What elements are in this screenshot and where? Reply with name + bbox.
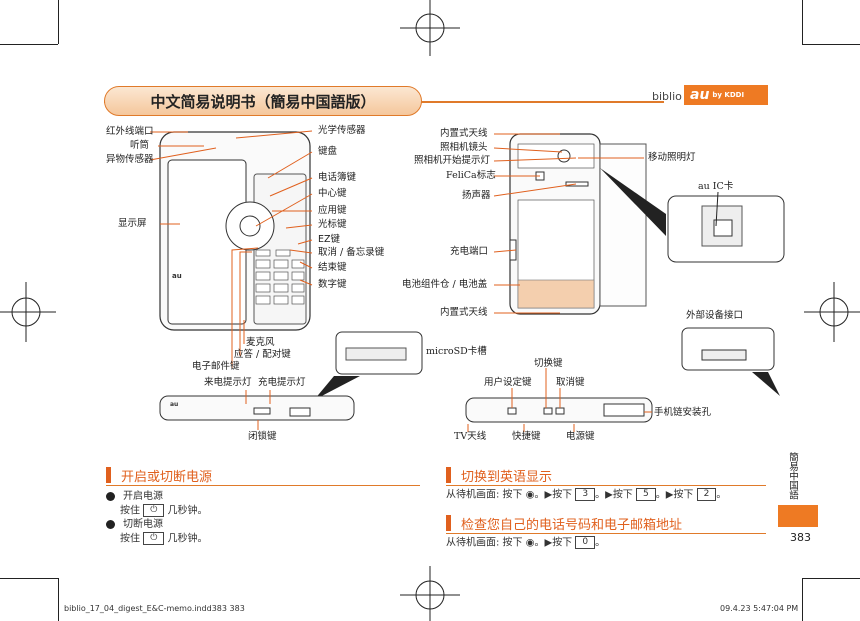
label-microsd-slot: microSD卡槽: [426, 346, 487, 357]
label-user-key: 用户设定键: [484, 377, 532, 388]
label-cancel-key: 取消键: [556, 377, 585, 388]
center-key-icon: ◉: [525, 537, 535, 549]
power-off-desc: 按住 ⏻ 几秒钟。: [120, 532, 208, 545]
crop-mark: [0, 44, 58, 45]
page-number: 383: [790, 531, 811, 544]
crop-mark: [58, 0, 59, 44]
section-english-heading: 切换到英语显示: [446, 465, 552, 485]
label-ez-key: EZ键: [318, 234, 341, 245]
label-cursor-key: 光标键: [318, 219, 347, 230]
label-strap-hole: 手机链安装孔: [654, 407, 712, 418]
label-light-sensor: 光学传感器: [318, 125, 366, 136]
label-antenna-bottom: 内置式天线: [440, 307, 488, 318]
label-mobile-light: 移动照明灯: [648, 152, 696, 163]
label-external-port: 外部设备接口: [686, 310, 744, 321]
section-check-heading: 检查您自己的电话号码和电子邮箱地址: [446, 513, 682, 533]
footer-file: biblio_17_04_digest_E&C-memo.indd383 383: [64, 604, 245, 613]
label-battery-cover: 电池组件仓 / 电池盖: [402, 279, 488, 290]
label-speaker: 扬声器: [462, 190, 491, 201]
crop-mark: [58, 578, 59, 621]
label-ir-port: 红外线端口: [106, 126, 154, 137]
label-charge-light: 充电提示灯: [258, 377, 306, 388]
crop-mark: [802, 44, 860, 45]
power-key-icon: ⏻: [143, 504, 165, 517]
microsd-inset: [335, 331, 423, 375]
power-on-item: 开启电源: [106, 490, 163, 504]
label-microphone: 麦克风: [246, 337, 275, 348]
check-steps: 从待机画面: 按下 ◉。▶按下 0。: [446, 536, 606, 549]
label-answer-pair-key: 应答 / 配对键: [234, 349, 291, 360]
label-charge-port: 充电端口: [450, 246, 489, 257]
au-ic-card-inset: [667, 195, 785, 263]
phone-front-illustration: au: [159, 131, 311, 331]
label-phonebook-key: 电话簿键: [318, 172, 357, 183]
label-app-key: 应用键: [318, 205, 347, 216]
brand-name: biblio: [652, 90, 682, 103]
footer-date: 09.4.23 5:47:04 PM: [720, 604, 799, 613]
label-au-ic-card: au IC卡: [698, 181, 734, 192]
label-camera-indicator: 照相机开始提示灯: [414, 155, 491, 166]
label-switch-key: 切换键: [534, 358, 563, 369]
label-proximity-sensor: 异物传感器: [106, 154, 154, 165]
crop-mark: [802, 578, 860, 579]
section-power-heading: 开启或切断电源: [106, 465, 212, 485]
external-port-inset: [681, 327, 775, 371]
section-rule: [106, 485, 420, 486]
english-steps: 从待机画面: 按下 ◉。▶按下 3。▶按下 5。▶按下 2。: [446, 488, 727, 501]
label-felica-mark: FeliCa标志: [446, 170, 496, 181]
label-receiver: 听筒: [130, 140, 150, 151]
label-keypad: 键盘: [318, 146, 338, 157]
page-title: 中文简易说明书（簡易中国語版）: [104, 86, 422, 116]
label-cancel-memo-key: 取消 / 备忘录键: [318, 247, 385, 258]
power-on-desc: 按住 ⏻ 几秒钟。: [120, 504, 208, 517]
label-lock-key: 闭锁键: [248, 431, 277, 442]
power-off-item: 切断电源: [106, 518, 163, 532]
label-display: 显示屏: [118, 218, 147, 229]
section-rule: [446, 533, 766, 534]
label-power-key: 电源键: [566, 431, 595, 442]
crop-mark: [802, 578, 803, 621]
label-shortcut-key: 快捷键: [512, 431, 541, 442]
label-antenna-top: 内置式天线: [440, 128, 488, 139]
svg-text:au: au: [172, 272, 182, 280]
label-incoming-light: 来电提示灯: [204, 377, 252, 388]
side-tab-label: 簡易中国語: [787, 452, 798, 500]
label-camera-lens: 照相机镜头: [440, 142, 488, 153]
crop-mark: [0, 578, 58, 579]
label-tv-antenna: TV天线: [454, 431, 487, 442]
label-end-key: 结束键: [318, 262, 347, 273]
power-key-icon: ⏻: [143, 532, 165, 545]
side-tab-bar: [778, 505, 818, 527]
label-number-keys: 数字键: [318, 279, 347, 290]
phone-side-view-1: au: [159, 395, 355, 421]
section-rule: [446, 485, 766, 486]
center-key-icon: ◉: [525, 489, 535, 501]
crop-mark: [802, 0, 803, 44]
label-mail-key: 电子邮件键: [192, 361, 240, 372]
label-center-key: 中心键: [318, 188, 347, 199]
svg-text:au: au: [170, 401, 178, 408]
phone-back-illustration: [509, 133, 647, 315]
